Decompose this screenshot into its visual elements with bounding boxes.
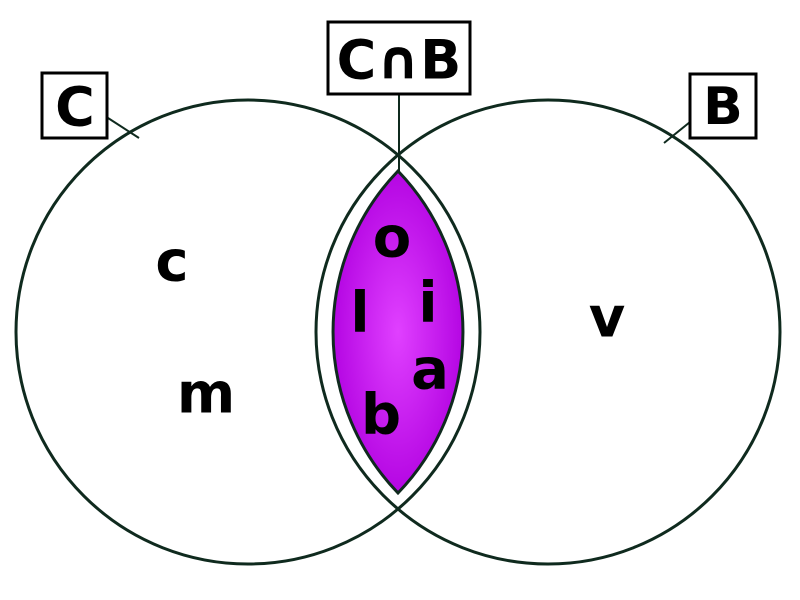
element-b: b bbox=[361, 383, 401, 448]
element-v: v bbox=[589, 286, 626, 351]
set-b-label-text: B bbox=[703, 77, 743, 137]
set-c-label: C bbox=[40, 71, 109, 140]
intersection-region bbox=[331, 168, 465, 496]
element-m: m bbox=[177, 362, 235, 427]
element-o: o bbox=[373, 206, 411, 271]
set-c-circle bbox=[14, 98, 482, 566]
element-c: c bbox=[155, 230, 188, 295]
intersection-label-text: C∩B bbox=[337, 29, 462, 92]
set-c-label-text: C bbox=[55, 76, 95, 139]
set-b-circle bbox=[314, 98, 782, 566]
set-c-leader-line bbox=[107, 117, 140, 139]
set-b-label: B bbox=[688, 72, 758, 140]
intersection-label: C∩B bbox=[326, 20, 472, 96]
set-b-leader-line bbox=[663, 121, 691, 144]
element-a: a bbox=[411, 338, 449, 403]
element-l: l bbox=[350, 281, 369, 346]
element-i: i bbox=[418, 271, 437, 336]
